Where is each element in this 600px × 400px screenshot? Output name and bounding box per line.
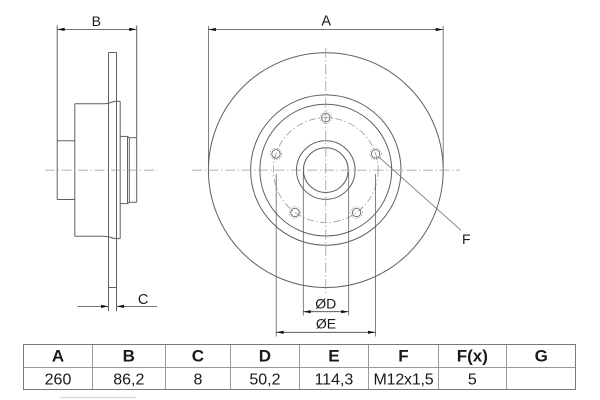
svg-text:F(x): F(x) (457, 346, 488, 365)
svg-text:G: G (535, 346, 548, 365)
svg-text:50,2: 50,2 (249, 372, 280, 389)
svg-text:ØE: ØE (316, 316, 336, 332)
svg-text:F: F (398, 346, 408, 365)
svg-text:B: B (123, 346, 135, 365)
svg-text:260: 260 (45, 372, 72, 389)
svg-text:B: B (92, 13, 101, 29)
svg-text:8: 8 (193, 372, 202, 389)
svg-text:ØD: ØD (315, 295, 336, 311)
svg-text:M12x1,5: M12x1,5 (374, 372, 434, 389)
svg-text:114,3: 114,3 (314, 372, 353, 389)
svg-text:5: 5 (468, 372, 477, 389)
svg-text:E: E (328, 346, 339, 365)
svg-text:A: A (52, 346, 64, 365)
svg-text:F: F (462, 231, 471, 247)
svg-text:D: D (259, 346, 271, 365)
svg-text:86,2: 86,2 (113, 372, 144, 389)
svg-text:C: C (192, 346, 204, 365)
svg-text:A: A (321, 13, 331, 29)
svg-text:C: C (138, 292, 148, 308)
